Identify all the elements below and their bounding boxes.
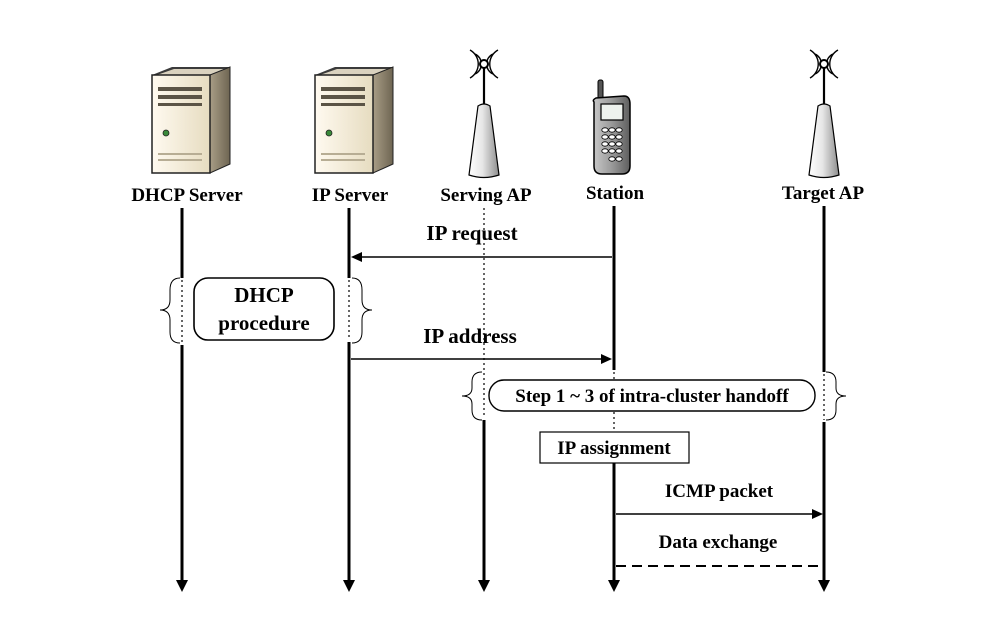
lifeline-target-ap bbox=[818, 206, 830, 592]
ip-assignment-label: IP assignment bbox=[557, 438, 671, 459]
dhcp-procedure-label-line1: DHCP bbox=[234, 283, 294, 307]
brace-right bbox=[351, 277, 373, 344]
lifeline-dhcp-server bbox=[176, 208, 188, 592]
message-data-exchange: Data exchange bbox=[616, 532, 822, 567]
intra-cluster-handoff-label: Step 1 ~ 3 of intra-cluster handoff bbox=[515, 386, 789, 407]
message-label-ip-address: IP address bbox=[423, 324, 517, 348]
message-label-data-exchange: Data exchange bbox=[659, 532, 778, 553]
brace-left bbox=[159, 277, 181, 344]
lifeline-ip-server bbox=[343, 208, 355, 592]
message-icmp-packet: ICMP packet bbox=[616, 481, 823, 519]
dhcp-procedure-box: DHCP procedure bbox=[193, 277, 335, 341]
message-ip-request: IP request bbox=[351, 221, 612, 262]
participant-label-ip-server: IP Server bbox=[312, 185, 389, 206]
message-label-ip-request: IP request bbox=[426, 221, 517, 245]
mobile-phone-icon bbox=[592, 79, 631, 175]
message-ip-address: IP address bbox=[351, 324, 612, 364]
ip-assignment-box: IP assignment bbox=[539, 431, 690, 464]
antenna-icon bbox=[808, 49, 840, 179]
participant-label-station: Station bbox=[586, 183, 645, 204]
participant-label-dhcp-server: DHCP Server bbox=[131, 185, 243, 206]
brace-right bbox=[825, 371, 847, 421]
participant-label-target-ap: Target AP bbox=[782, 183, 865, 204]
brace-left bbox=[461, 371, 483, 421]
lifeline-serving-ap bbox=[478, 208, 490, 592]
participant-label-serving-ap: Serving AP bbox=[440, 185, 532, 206]
server-icon bbox=[151, 66, 231, 174]
message-label-icmp-packet: ICMP packet bbox=[665, 481, 774, 502]
server-icon bbox=[314, 66, 394, 174]
dhcp-procedure-label-line2: procedure bbox=[218, 311, 309, 335]
antenna-icon bbox=[468, 49, 500, 179]
intra-cluster-handoff-box: Step 1 ~ 3 of intra-cluster handoff bbox=[488, 379, 816, 412]
